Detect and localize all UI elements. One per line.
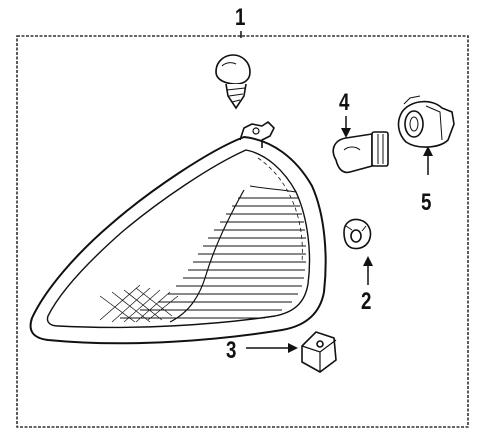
callout-label-2: 2 bbox=[361, 288, 372, 315]
clip-nut bbox=[301, 331, 337, 373]
callout-label-1: 1 bbox=[235, 4, 246, 31]
bulb-socket bbox=[397, 95, 455, 148]
lamp-lens-outline bbox=[46, 149, 311, 329]
callout-5-arrowhead bbox=[423, 146, 433, 156]
callout-label-3: 3 bbox=[226, 337, 237, 364]
lamp-mounting-tab bbox=[239, 121, 275, 148]
screw-fastener bbox=[215, 54, 251, 110]
lens-crosshatch bbox=[99, 284, 179, 323]
bulb bbox=[332, 131, 389, 174]
callout-2-arrowhead bbox=[363, 256, 373, 266]
lamp-assembly bbox=[29, 121, 327, 345]
lens-ribs bbox=[120, 197, 306, 319]
reflector-edge bbox=[169, 189, 245, 323]
callout-label-4: 4 bbox=[339, 89, 350, 116]
callout-4-arrowhead bbox=[341, 128, 351, 138]
grommet bbox=[343, 218, 372, 250]
lamp-housing-outer bbox=[29, 136, 327, 345]
callout-3-arrowhead bbox=[288, 343, 298, 353]
frame-box bbox=[16, 35, 469, 428]
callout-label-5: 5 bbox=[421, 189, 432, 216]
